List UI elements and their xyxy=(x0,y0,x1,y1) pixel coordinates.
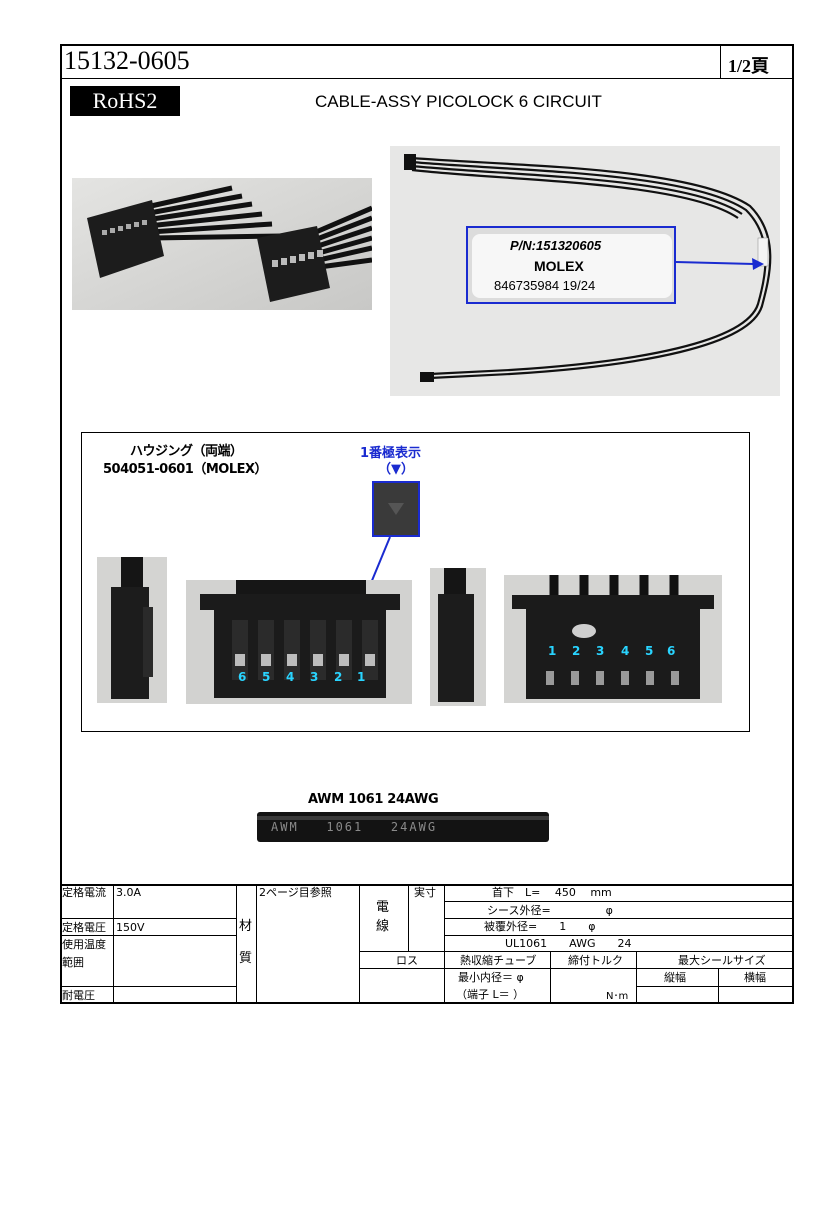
loss-label: ロス xyxy=(396,954,418,967)
dimensions-label: 実寸 xyxy=(414,886,436,899)
rated-current-label: 定格電流 xyxy=(62,886,106,899)
housing-part: 504051-0601（MOLEX） xyxy=(103,462,268,477)
pin1-triangle-icon xyxy=(388,503,404,515)
cover-od-spec: 被覆外径= 1 φ xyxy=(484,920,596,933)
material-label-2: 質 xyxy=(239,951,253,966)
front-pin-label-2: 5 xyxy=(262,670,271,684)
label-sleeve xyxy=(472,234,672,298)
ul-awg-spec: UL1061 AWG 24 xyxy=(505,937,632,950)
spec-col-3 xyxy=(256,885,257,1003)
housing-name: ハウジング（両端） xyxy=(130,444,243,459)
label-lot: 846735984 19/24 xyxy=(494,278,596,293)
spec-col-9 xyxy=(718,968,719,1003)
label-pointer-arrow xyxy=(676,258,764,270)
housing-side-photo-left xyxy=(97,557,167,703)
front-pin-label-6: 1 xyxy=(357,670,366,684)
torque-label: 締付トルク xyxy=(568,954,623,967)
front-pin-label-4: 3 xyxy=(310,670,319,684)
spec-col-1 xyxy=(113,885,114,1003)
label-zoom-box: P/N:151320605 MOLEX 846735984 19/24 xyxy=(466,226,676,304)
length-spec: 首下 L= 450 mm xyxy=(492,886,612,899)
connector-pair-photo xyxy=(72,178,372,310)
spec-row-i xyxy=(636,986,794,987)
page-indicator: 1/2頁 xyxy=(728,56,770,76)
front-pin-label-5: 2 xyxy=(334,670,343,684)
back-pin-label-3: 3 xyxy=(596,644,605,658)
cable-assembly-photo xyxy=(390,146,780,396)
back-pin-label-2: 2 xyxy=(572,644,581,658)
sheath-od-spec: シース外径= φ xyxy=(487,904,613,917)
housing-front-photo xyxy=(186,580,412,704)
torque-unit: N･m xyxy=(606,991,629,1002)
housing-back-image xyxy=(512,575,714,699)
spec-row-a xyxy=(60,918,236,919)
label-brand: MOLEX xyxy=(534,258,584,274)
spec-col-2 xyxy=(236,885,237,1003)
wire-photo: AWM 1061 24AWG xyxy=(257,812,549,842)
pin1-indicator-title: 1番極表示 xyxy=(360,446,422,461)
spec-row-d xyxy=(444,901,794,902)
housing-back-photo xyxy=(504,575,722,703)
spec-col-8 xyxy=(636,951,637,1003)
spec-row-g xyxy=(359,951,794,952)
label-part-number: P/N:151320605 xyxy=(510,238,602,253)
housing-front-image xyxy=(200,580,400,698)
pin1-zoom-box xyxy=(372,481,420,537)
spec-col-4 xyxy=(359,885,360,1003)
spec-col-5 xyxy=(408,885,409,951)
front-pin-label-3: 4 xyxy=(286,670,295,684)
spec-row-c xyxy=(60,986,236,987)
spec-row-b xyxy=(60,935,236,936)
connector-pair-image xyxy=(72,178,372,310)
material-reference: 2ページ目参照 xyxy=(259,886,332,899)
terminal-length: （端子 L＝ ） xyxy=(456,988,525,1001)
housing-side-image-left xyxy=(111,557,153,699)
wire-caption: AWM 1061 24AWG xyxy=(308,792,439,807)
document-title: CABLE-ASSY PICOLOCK 6 CIRCUIT xyxy=(315,92,602,111)
page-cell-divider xyxy=(720,44,721,78)
temp-range-label-2: 範囲 xyxy=(62,956,84,969)
housing-side-image-right xyxy=(438,568,474,702)
material-label-1: 材 xyxy=(239,919,253,934)
rated-current-value: 3.0A xyxy=(116,886,142,899)
spec-row-f xyxy=(444,935,794,936)
back-pin-label-1: 1 xyxy=(548,644,557,658)
part-number: 15132-0605 xyxy=(64,46,190,75)
spec-row-h xyxy=(359,968,794,969)
header-divider xyxy=(60,78,794,79)
wire-label-1: 電 xyxy=(376,900,390,915)
spec-row-e xyxy=(444,918,794,919)
rated-voltage-value: 150V xyxy=(116,921,145,934)
housing-detail-box xyxy=(81,432,750,732)
spec-table-top xyxy=(60,884,794,886)
drawing-sheet xyxy=(60,44,794,1004)
pin1-indicator-mark: （▼） xyxy=(378,462,414,477)
max-seal-size-label: 最大シールサイズ xyxy=(678,954,766,967)
spec-col-7 xyxy=(550,951,551,1003)
wire-label-2: 線 xyxy=(376,919,390,934)
rated-voltage-label: 定格電圧 xyxy=(62,921,106,934)
front-pin-label-1: 6 xyxy=(238,670,247,684)
seal-vertical-label: 縦幅 xyxy=(664,971,686,984)
rohs-badge: RoHS2 xyxy=(70,86,180,116)
temp-range-label-1: 使用温度 xyxy=(62,938,106,951)
back-pin-label-4: 4 xyxy=(621,644,630,658)
back-pin-label-6: 6 xyxy=(667,644,676,658)
seal-horizontal-label: 横幅 xyxy=(744,971,766,984)
withstand-voltage-label: 耐電圧 xyxy=(62,989,95,1002)
housing-side-photo-right xyxy=(430,568,486,706)
wire-highlight xyxy=(257,816,549,820)
back-pin-label-5: 5 xyxy=(645,644,654,658)
wire-print: AWM 1061 24AWG xyxy=(271,820,438,834)
min-inner-diameter: 最小内径＝ φ xyxy=(458,971,524,984)
heat-shrink-tube-label: 熱収縮チューブ xyxy=(460,954,537,967)
spec-col-6 xyxy=(444,885,445,1003)
